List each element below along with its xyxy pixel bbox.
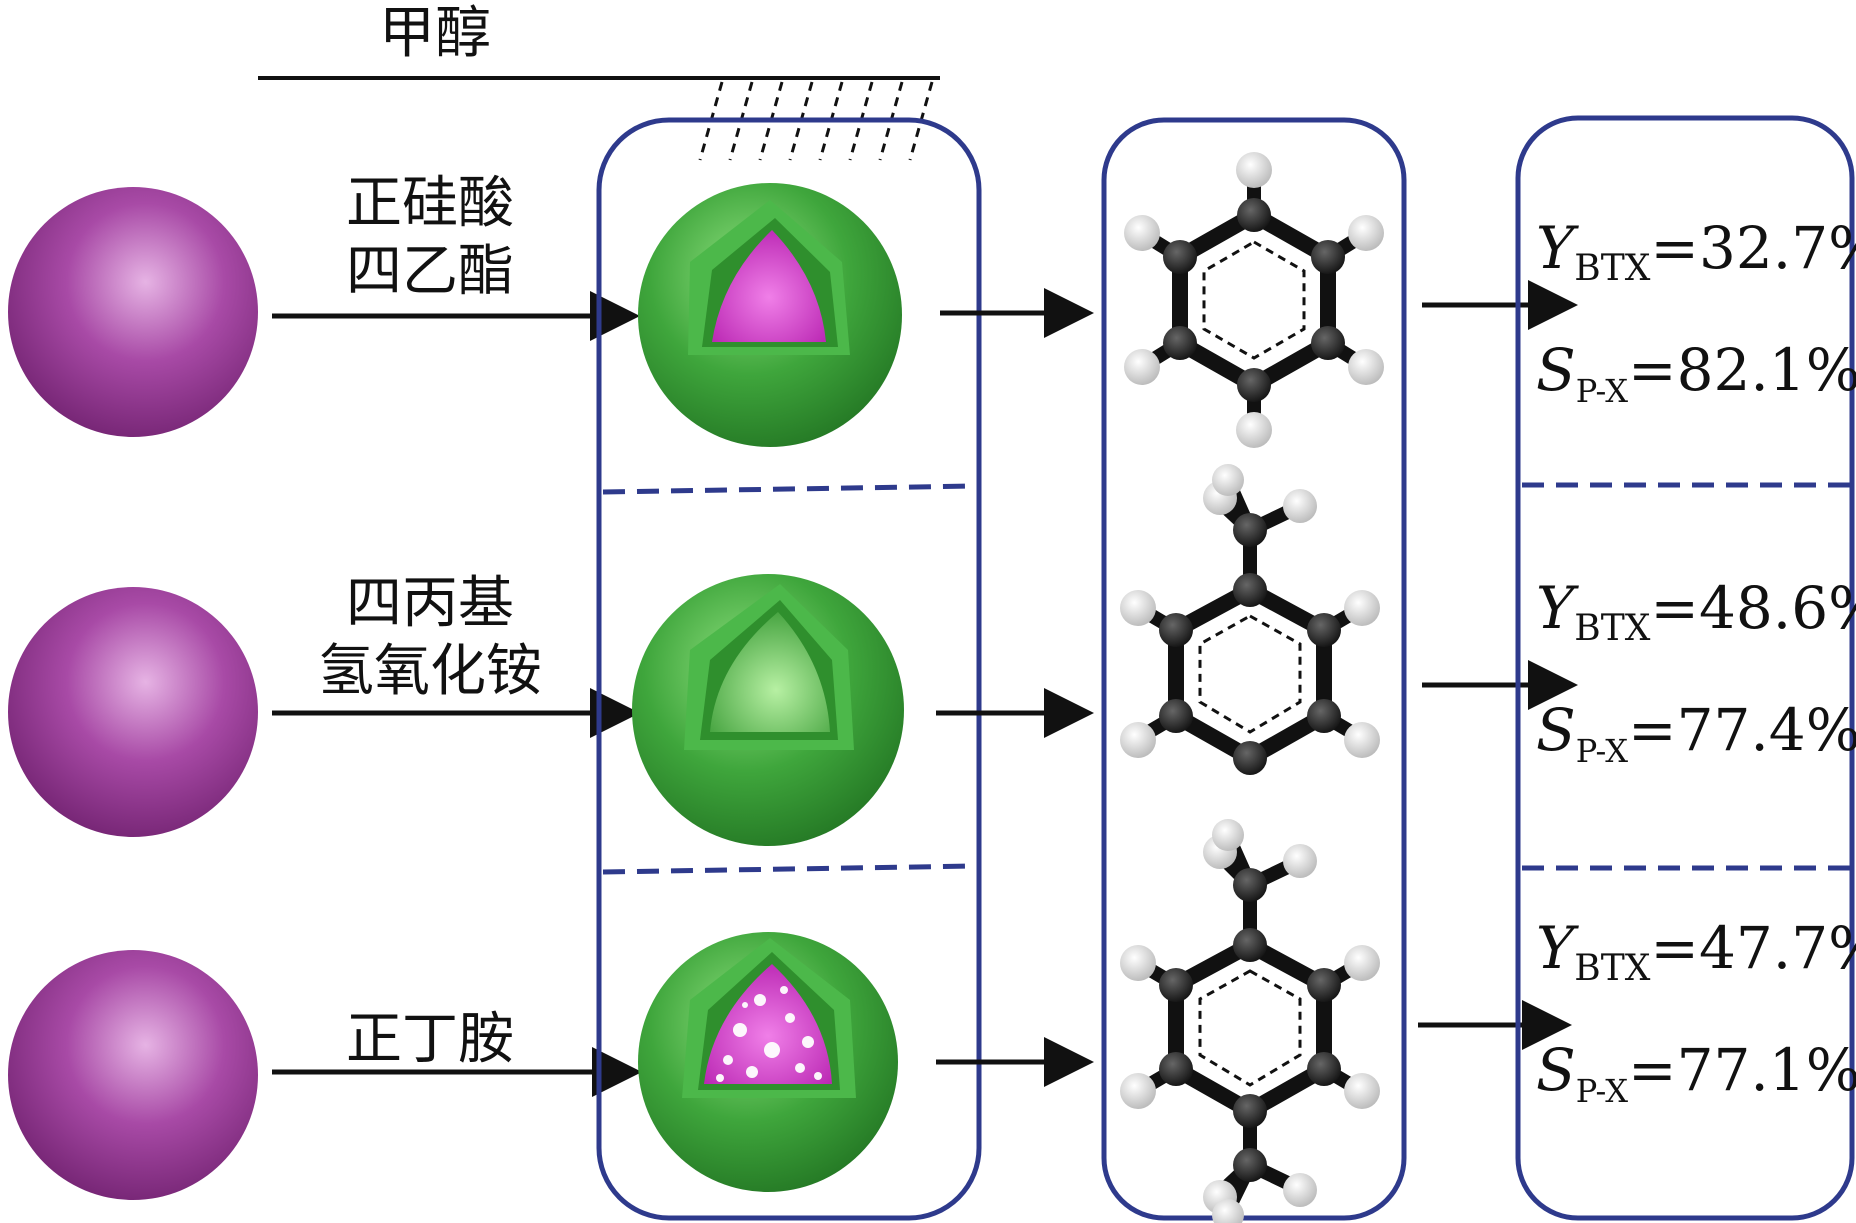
yield-line-3: YBTX=47.7% xyxy=(1536,914,1856,989)
core-shell-sphere-2 xyxy=(632,574,904,846)
toluene-molecule xyxy=(1120,464,1380,775)
reagent-2-line-2: 氢氧化铵 xyxy=(318,639,542,704)
panel-catalysts-divider-2 xyxy=(602,863,976,875)
reagent-1-line-1: 正硅酸 xyxy=(346,171,514,236)
yield-line-2: YBTX=48.6% xyxy=(1536,574,1856,649)
reagent-1-line-2: 四乙酯 xyxy=(346,239,514,304)
purple-sphere-1 xyxy=(8,187,258,437)
panel-results xyxy=(1515,115,1855,1221)
result-1: YBTX=32.7% SP-X=82.1% xyxy=(1536,214,1856,410)
benzene-molecule xyxy=(1124,152,1384,448)
title-methanol: 甲醇 xyxy=(379,1,491,66)
purple-sphere-2 xyxy=(8,587,258,837)
result-2: YBTX=48.6% SP-X=77.4% xyxy=(1536,574,1856,770)
core-shell-sphere-1 xyxy=(638,183,902,447)
reagent-2-line-1: 四丙基 xyxy=(346,571,514,636)
selectivity-line-1: SP-X=82.1% xyxy=(1536,336,1856,410)
panel-catalysts-divider-1 xyxy=(602,483,976,495)
core-shell-sphere-3 xyxy=(638,932,898,1192)
panel-products xyxy=(1101,117,1407,1221)
purple-sphere-3 xyxy=(8,950,258,1200)
yield-line-1: YBTX=32.7% xyxy=(1536,214,1856,289)
selectivity-line-3: SP-X=77.1% xyxy=(1536,1036,1856,1110)
reagent-3-line-1: 正丁胺 xyxy=(346,1007,514,1072)
p-xylene-molecule xyxy=(1120,819,1380,1223)
panel-catalysts xyxy=(596,117,982,1221)
result-3: YBTX=47.7% SP-X=77.1% xyxy=(1536,914,1856,1110)
selectivity-line-2: SP-X=77.4% xyxy=(1536,696,1856,770)
